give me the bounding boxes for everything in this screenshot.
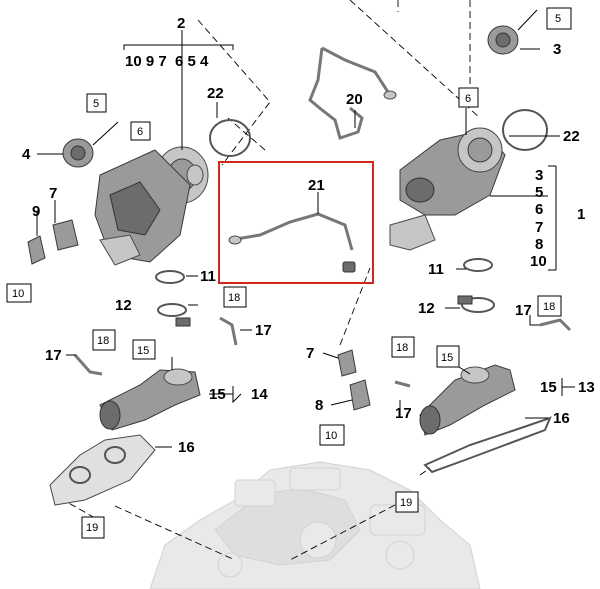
left-turbocharger (94, 146, 209, 266)
left-manifold-gasket (49, 434, 156, 506)
callout-17-left: 17 (45, 347, 62, 364)
callout-right-10: 10 (530, 253, 547, 270)
box-6-left: 6 (137, 126, 143, 138)
callout-2-sublist: 10 9 7 6 5 4 (125, 53, 209, 70)
engine-block-ghost (149, 461, 481, 589)
box-18-a: 18 (228, 292, 240, 304)
callout-7-left: 7 (49, 185, 57, 202)
callout-labels: 2 10 9 7 6 5 4 22 4 9 7 11 12 17 17 15 1… (22, 15, 595, 456)
box-10-left: 10 (12, 288, 24, 300)
callout-15-left: 15 (209, 386, 226, 403)
callout-right-7: 7 (535, 219, 543, 236)
callout-12-right: 12 (418, 300, 435, 317)
callout-22-left: 22 (207, 85, 224, 102)
callout-right-8: 8 (535, 236, 543, 253)
callout-17-right: 17 (515, 302, 532, 319)
right-sensor-7 (337, 349, 357, 377)
right-manifold-gasket (423, 416, 552, 474)
callout-8: 8 (315, 397, 323, 414)
left-actuator (62, 121, 119, 168)
callout-right-5: 5 (535, 184, 543, 201)
left-valve-7 (52, 219, 79, 251)
leader-lines (36, 30, 575, 448)
callout-right-3: 3 (535, 167, 543, 184)
highlight-box-21 (218, 161, 374, 284)
box-19-right: 19 (400, 497, 412, 509)
right-pipe-17 (394, 318, 572, 388)
callout-22-right: 22 (563, 128, 580, 145)
callout-16-right: 16 (553, 410, 570, 427)
right-exhaust-manifold (419, 364, 516, 436)
callout-17-mid: 17 (255, 322, 272, 339)
box-15-left: 15 (137, 345, 149, 357)
callout-1: 1 (577, 206, 585, 223)
callout-2: 2 (177, 15, 185, 32)
callout-16-left: 16 (178, 439, 195, 456)
box-18-c: 18 (543, 301, 555, 313)
callout-4: 4 (22, 146, 31, 163)
right-turbocharger (389, 127, 506, 251)
left-clamp-12 (157, 303, 191, 327)
left-exhaust-manifold (99, 368, 201, 431)
right-clamp-12 (457, 295, 495, 313)
callout-right-6: 6 (535, 201, 543, 218)
hose-20 (308, 46, 397, 140)
callout-11-right: 11 (428, 261, 444, 278)
box-5-top: 5 (555, 13, 561, 25)
right-actuator (487, 9, 538, 55)
box-19-left: 19 (86, 522, 98, 534)
box-15-right: 15 (441, 352, 453, 364)
ring-22-right (502, 109, 548, 151)
callout-3-top: 3 (553, 41, 561, 58)
callout-14: 14 (251, 386, 268, 403)
callout-12-left: 12 (115, 297, 132, 314)
left-sensor-9 (27, 235, 46, 265)
box-6-right: 6 (465, 93, 471, 105)
callout-9: 9 (32, 203, 40, 220)
ring-22-left (209, 119, 251, 157)
left-gasket-11 (155, 270, 185, 284)
box-10-mid: 10 (325, 430, 337, 442)
left-pipe-17 (73, 316, 238, 376)
callout-11-left: 11 (200, 268, 216, 285)
right-gasket-11 (463, 258, 493, 272)
oil-line-21 (228, 212, 356, 273)
callout-13: 13 (578, 379, 595, 396)
callout-20: 20 (346, 91, 363, 108)
boxed-references: 5 5 6 6 10 18 18 15 18 18 15 10 19 19 (6, 7, 572, 539)
box-18-d: 18 (396, 342, 408, 354)
callout-7-mid: 7 (306, 345, 314, 362)
callout-15-right: 15 (540, 379, 557, 396)
callout-17-mid2: 17 (395, 405, 412, 422)
box-18-b: 18 (97, 335, 109, 347)
right-sensor-8 (349, 379, 371, 411)
box-5-left: 5 (93, 98, 99, 110)
callout-21: 21 (308, 177, 325, 194)
